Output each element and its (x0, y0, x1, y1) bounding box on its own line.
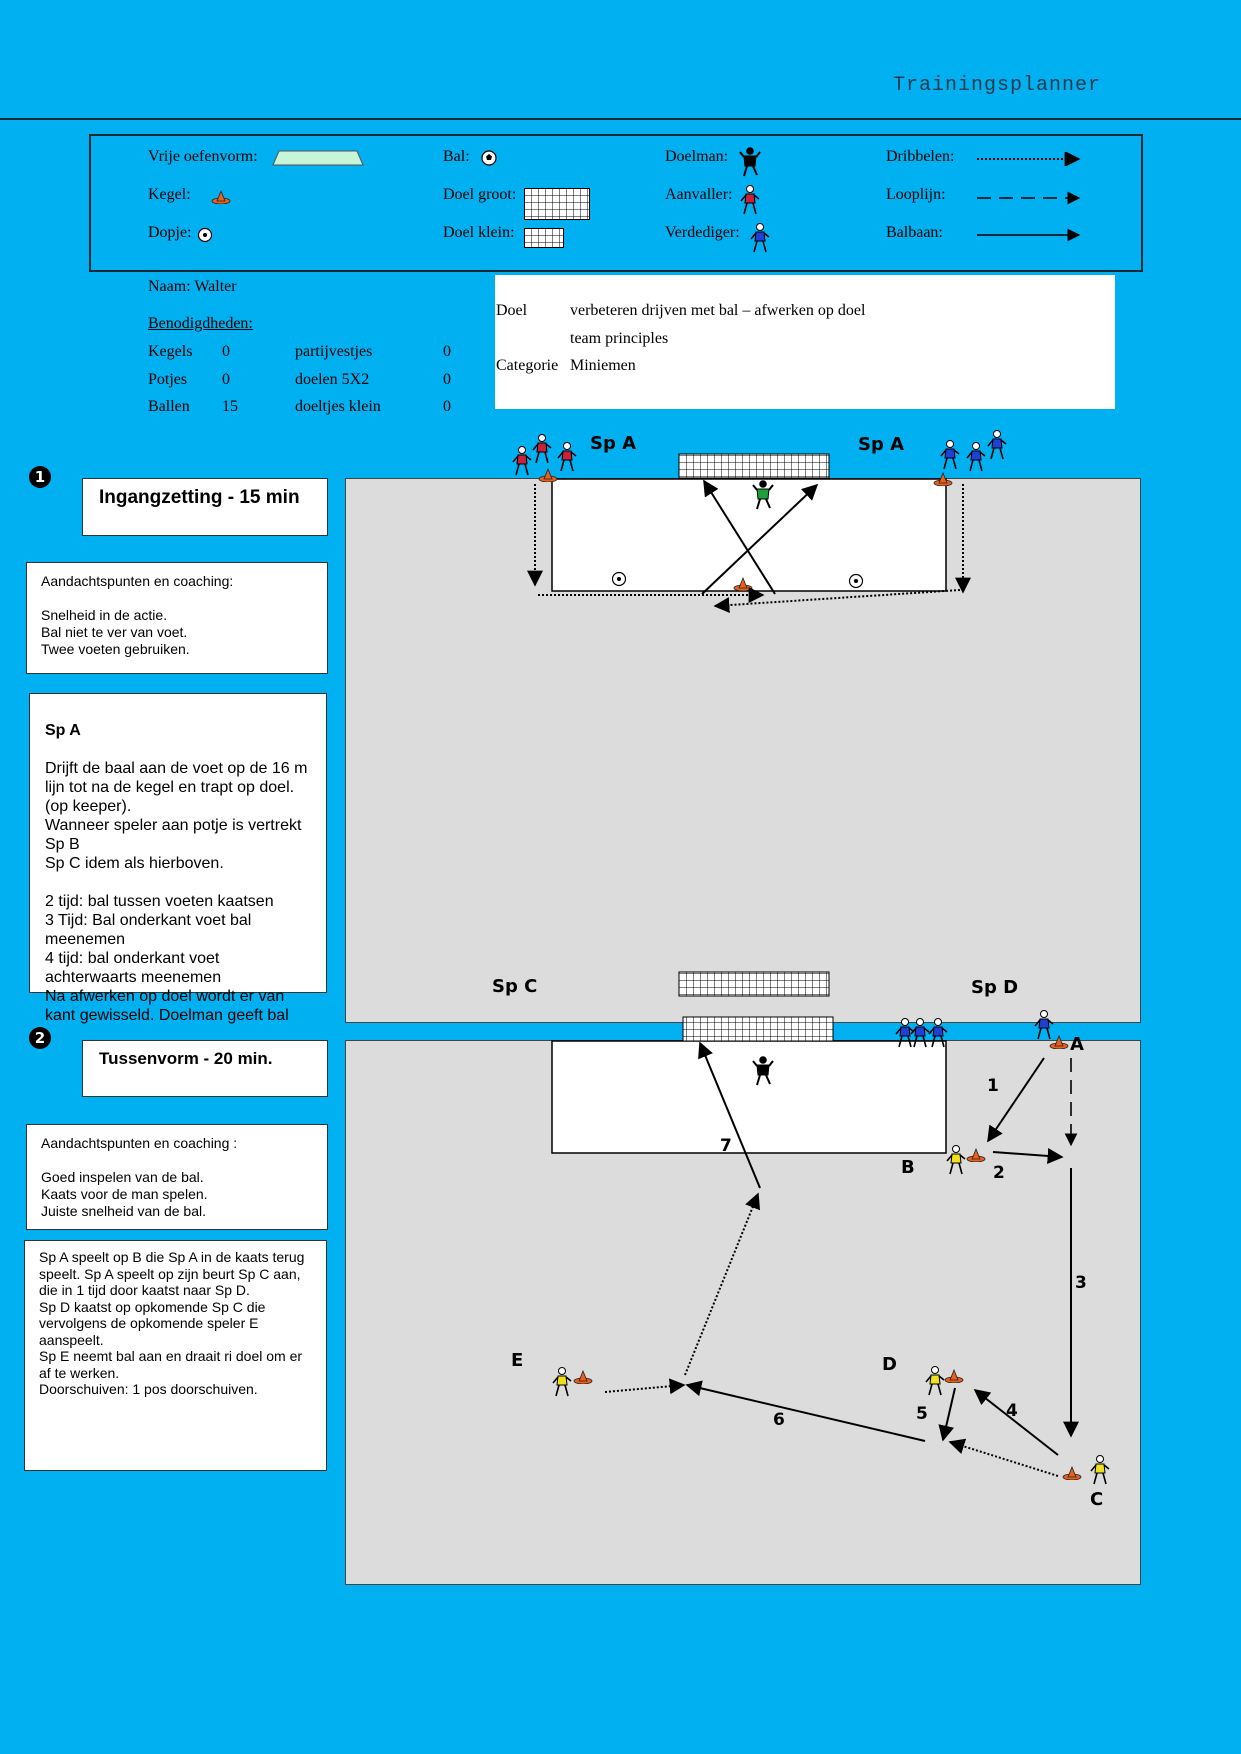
pass-line (701, 483, 819, 595)
equipment-count: 0 (222, 371, 230, 388)
dribble-line (713, 589, 961, 614)
legend-vrije-oefenvorm-label: Vrije oefenvorm: (148, 148, 258, 165)
legend-verdediger-label: Verdediger: (665, 224, 740, 241)
exercise-2-coaching: Aandachtspunten en coaching : Goed inspe… (26, 1124, 328, 1230)
label-step-4: 4 (1006, 1401, 1018, 1421)
equipment-item: Kegels (148, 343, 193, 360)
exercise-1-number: 1 (29, 466, 51, 488)
label-c: C (1090, 1489, 1103, 1510)
label-step-1: 1 (987, 1076, 999, 1096)
label-sp-a-left: Sp A (590, 433, 636, 454)
equipment-title: Benodigdheden: (148, 315, 253, 332)
equipment-count: 0 (443, 398, 451, 415)
legend-dopje-label: Dopje: (148, 224, 192, 241)
large-goal (682, 1016, 834, 1042)
category-value: Miniemen (570, 357, 636, 374)
pass-line-6 (685, 1380, 926, 1442)
pass-line-4 (973, 1389, 1059, 1456)
exercise-1-desc-heading: Sp A (45, 722, 81, 739)
label-step-6: 6 (773, 1410, 785, 1430)
label-step-3: 3 (1075, 1273, 1087, 1293)
label-sp-d: Sp D (971, 977, 1018, 998)
exercise-1-description: Sp A Drijft de baal aan de voet op de 16… (29, 693, 327, 1024)
label-step-5: 5 (916, 1404, 928, 1424)
legend-bal-label: Bal: (443, 148, 470, 165)
label-sp-a-right: Sp A (858, 434, 904, 455)
legend-looplijn-label: Looplijn: (886, 186, 946, 203)
exercise-2-title: Tussenvorm - 20 min. (82, 1040, 328, 1097)
label-step-7: 7 (720, 1136, 732, 1156)
free-form-shape-icon (272, 150, 364, 166)
legend-doel-klein-label: Doel klein: (443, 224, 515, 241)
pass-line-7 (698, 1041, 761, 1189)
cone-icon (1049, 1035, 1069, 1049)
page-title: Trainingsplanner (893, 74, 1102, 97)
player-c-icon (1090, 1455, 1110, 1485)
dribble-line-icon (977, 152, 1081, 166)
exercise-2-description: Sp A speelt op B die Sp A in de kaats te… (24, 1240, 327, 1471)
pass-line-2 (992, 1147, 1064, 1164)
legend-dribbelen-label: Dribbelen: (886, 148, 955, 165)
label-sp-c: Sp C (492, 976, 537, 997)
large-goal (678, 453, 830, 479)
player-d-icon (925, 1366, 945, 1396)
cone-icon (966, 1148, 986, 1162)
dribble-line (604, 1378, 686, 1395)
equipment-count: 15 (222, 398, 238, 415)
pass-line-5 (938, 1387, 956, 1442)
player-b-icon (946, 1145, 966, 1175)
equipment-item: doelen 5X2 (295, 371, 370, 388)
equipment-count: 0 (222, 343, 230, 360)
dribble-line (684, 1192, 761, 1376)
pass-line-icon (977, 228, 1081, 242)
large-goal (678, 971, 830, 997)
exercise-1-title: Ingangzetting - 15 min (82, 478, 328, 536)
label-step-2: 2 (993, 1163, 1005, 1183)
equipment-item: doeltjes klein (295, 398, 381, 415)
legend-panel: Vrije oefenvorm: Kegel: Dopje: Bal: Doel… (89, 134, 1143, 272)
run-line-icon (977, 191, 1081, 205)
exercise-2-number: 2 (29, 1027, 51, 1049)
legend-doel-groot-label: Doel groot: (443, 186, 517, 203)
cone-icon (1062, 1466, 1082, 1480)
equipment-item: Potjes (148, 371, 188, 388)
legend-doelman-label: Doelman: (665, 148, 729, 165)
objective-text-line1: verbeteren drijven met bal – afwerken op… (570, 302, 866, 319)
objective-box: Doel verbeteren drijven met bal – afwerk… (495, 275, 1115, 409)
exercise-1-coaching: Aandachtspunten en coaching: Snelheid in… (26, 562, 328, 674)
dribble-line (948, 1438, 1059, 1477)
label-a: A (1070, 1034, 1084, 1055)
pass-line-1 (987, 1057, 1045, 1143)
equipment-item: Ballen (148, 398, 190, 415)
trainer-name: Naam: Walter (148, 278, 237, 295)
player-a-icon (1034, 1010, 1054, 1040)
header-divider (0, 118, 1241, 120)
label-e: E (511, 1350, 523, 1371)
large-goal-icon (524, 188, 590, 220)
category-label: Categorie (496, 357, 559, 374)
player-e-icon (552, 1367, 572, 1397)
legend-kegel-label: Kegel: (148, 186, 191, 203)
exercise-1-desc-text: Drijft de baal aan de voet op de 16 m li… (45, 760, 308, 1024)
objective-text-line2: team principles (570, 330, 669, 347)
label-b: B (901, 1157, 915, 1178)
equipment-count: 0 (443, 371, 451, 388)
small-goal-icon (524, 228, 564, 248)
legend-aanvaller-label: Aanvaller: (665, 186, 733, 203)
pass-line (703, 479, 776, 595)
label-d: D (882, 1354, 897, 1375)
objective-label: Doel (496, 302, 528, 319)
cone-icon (573, 1370, 593, 1384)
equipment-item: partijvestjes (295, 343, 373, 360)
equipment-count: 0 (443, 343, 451, 360)
legend-balbaan-label: Balbaan: (886, 224, 943, 241)
cone-icon (944, 1369, 964, 1383)
penalty-area (551, 1040, 947, 1154)
